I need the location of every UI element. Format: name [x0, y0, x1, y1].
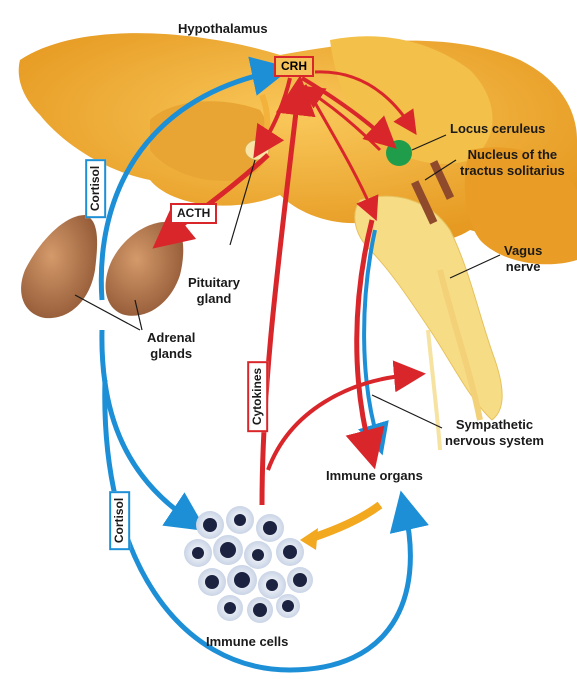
cytokines-curve-arrow [268, 375, 410, 470]
vagus-line-1: Vagus [504, 243, 542, 259]
sympathetic-line-2: nervous system [445, 433, 544, 449]
cortisol-bottom-label: Cortisol [109, 491, 130, 550]
immune-cells-label: Immune cells [206, 634, 288, 650]
hypothalamus-label: Hypothalamus [178, 21, 268, 37]
immune-organs-label: Immune organs [326, 468, 423, 484]
sympathetic-blue-arrow [364, 230, 378, 440]
adrenal-line-2: glands [147, 346, 195, 362]
acth-label: ACTH [170, 203, 217, 224]
pituitary-line-2: gland [188, 291, 240, 307]
sympathetic-line-1: Sympathetic [445, 417, 544, 433]
immune-cells-illustration [184, 506, 313, 623]
vagus-line-2: nerve [504, 259, 542, 275]
adrenal-glands-label: Adrenal glands [147, 330, 195, 362]
pituitary-line-1: Pituitary [188, 275, 240, 291]
pituitary-gland-label: Pituitary gland [188, 275, 240, 307]
cortisol-top-label: Cortisol [85, 159, 106, 218]
adrenal-line-1: Adrenal [147, 330, 195, 346]
organs-to-cells-arrow [312, 505, 380, 538]
cytokines-label: Cytokines [247, 361, 268, 432]
nucleus-line-1: Nucleus of the [460, 147, 565, 163]
sympathetic-label: Sympathetic nervous system [445, 417, 544, 449]
nucleus-tractus-label: Nucleus of the tractus solitarius [460, 147, 565, 179]
vagus-nerve-label: Vagus nerve [504, 243, 542, 275]
locus-ceruleus-label: Locus ceruleus [450, 121, 545, 137]
locus-ceruleus-marker [386, 140, 412, 166]
nucleus-line-2: tractus solitarius [460, 163, 565, 179]
crh-label: CRH [274, 56, 314, 77]
